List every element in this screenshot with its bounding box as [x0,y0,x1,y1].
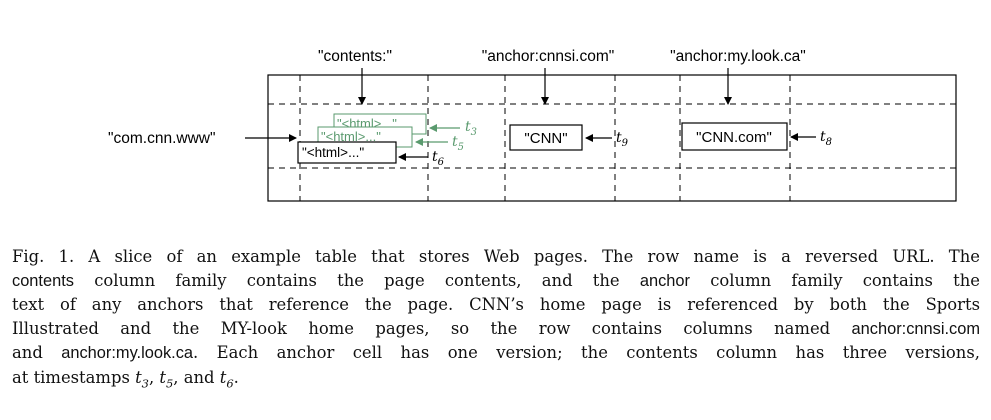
caption-text: column family contains the page contents… [94,270,620,290]
caption-text: Illustrated and the MY-look home pages, … [12,318,831,338]
code-term: anchor [639,271,690,290]
column-header-anchor-cnnsi: "anchor:cnnsi.com" [482,48,614,65]
caption-line: Fig. 1. A slice of an example table that… [12,245,980,269]
code-term: contents [12,271,74,290]
label-t6: t6 [432,149,445,168]
caption-line: and anchor:my.look.ca. Each anchor cell … [12,341,980,366]
math-t5: t5 [159,367,174,390]
contents-version-t6 [297,141,397,164]
column-header-anchor-mylook: "anchor:my.look.ca" [670,48,806,65]
row-label: "com.cnn.www" [108,130,215,147]
caption-text: at timestamps [12,367,130,387]
caption-text: . Each anchor cell has one version; the … [193,343,980,362]
label-t8: t8 [820,129,832,148]
caption-text: A slice of an example table that stores … [88,247,980,266]
column-header-contents: "contents:" [318,48,392,65]
caption-text: text of any anchors that reference the p… [12,295,980,314]
label-t9: t9 [616,130,629,149]
anchor-mylook-cell [681,122,788,151]
anchor-cnnsi-cell [509,124,583,151]
caption-line: at timestamps t3, t5, and t6. [12,367,239,390]
anchor-cnnsi-value: "CNN" [524,130,567,147]
caption-text: column family contains the [710,270,980,290]
figure: "contents:" "anchor:cnnsi.com" "anchor:m… [108,48,957,202]
label-t3: t3 [465,119,477,138]
code-term: anchor:my.look.ca [61,344,194,362]
caption-text: and [12,343,43,362]
contents-version-t6-text: "<html>..." [302,145,364,160]
label-t5: t5 [452,134,464,153]
caption-line: contents column family contains the page… [12,269,980,294]
figure-label: Fig. 1. [12,247,75,266]
math-t3: t3 [135,367,149,390]
code-term: anchor:cnnsi.com [851,319,980,338]
math-t6: t6 [219,367,234,390]
caption-line: text of any anchors that reference the p… [12,293,980,317]
figure-caption: Fig. 1. A slice of an example table that… [12,245,980,395]
caption-line: Illustrated and the MY-look home pages, … [12,317,980,342]
contents-version-t5-text: "<html>..." [321,129,381,144]
anchor-mylook-value: "CNN.com" [696,129,772,146]
